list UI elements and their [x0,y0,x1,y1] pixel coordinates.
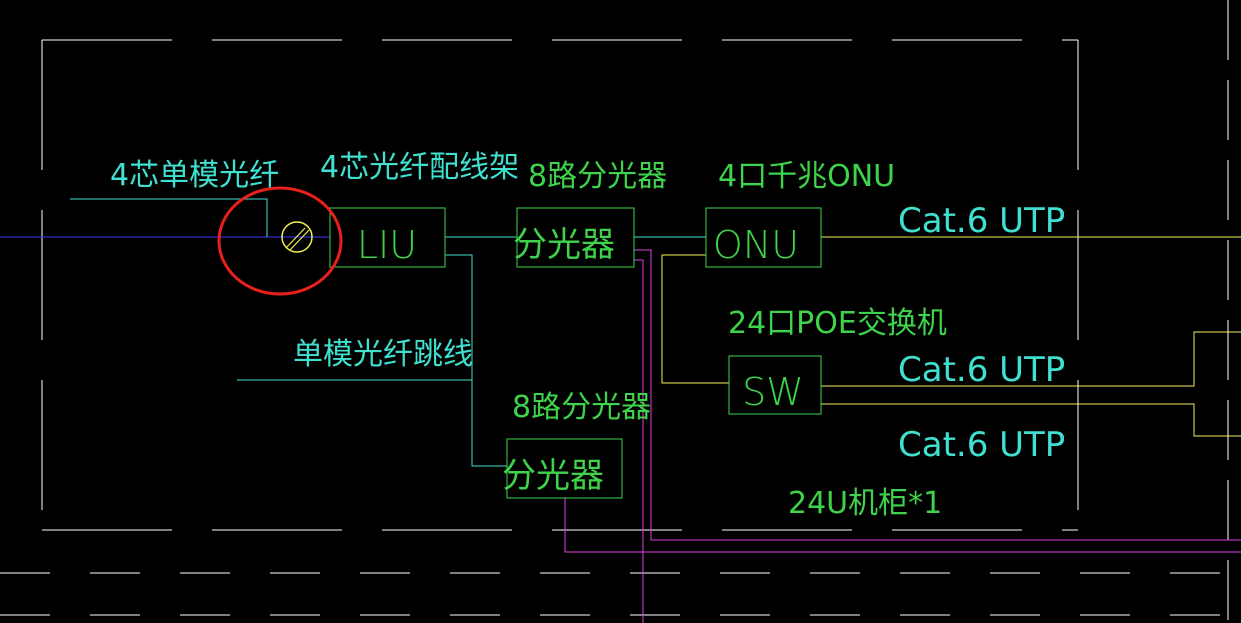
label-onu: 4口千兆ONU [718,159,895,194]
splitter-top-box [516,207,635,268]
yellow-wiring [661,236,1241,437]
label-jumper: 单模光纤跳线 [293,337,473,372]
label-cat6-top: Cat.6 UTP [898,201,1065,241]
sw-box [728,355,822,415]
onu-device-label: ONU [713,223,799,267]
cabinet-frame [41,39,1079,531]
splitter-bottom-box [506,438,623,499]
label-patch-panel: 4芯光纤配线架 [320,150,519,185]
red-highlight-circle [217,186,343,296]
label-splitter-top: 8路分光器 [528,159,667,194]
label-poe-switch: 24口POE交换机 [728,306,947,341]
device-boxes [329,207,822,499]
liu-label: LIU [357,223,417,267]
label-cat6-mid: Cat.6 UTP [898,350,1065,390]
onu-box [705,207,822,268]
splitter-bottom-label: 分光器 [502,456,604,496]
label-fiber-in: 4芯单模光纤 [110,158,279,193]
sw-label: SW [742,370,804,414]
label-cabinet: 24U机柜*1 [788,486,942,521]
label-splitter-bottom: 8路分光器 [512,390,651,425]
fiber-connector-icon [281,221,313,253]
splitter-top-label: 分光器 [513,225,615,265]
liu-box [329,207,446,268]
cyan-wiring [70,198,706,467]
label-cat6-bottom: Cat.6 UTP [898,425,1065,465]
magenta-wiring [564,249,1241,623]
